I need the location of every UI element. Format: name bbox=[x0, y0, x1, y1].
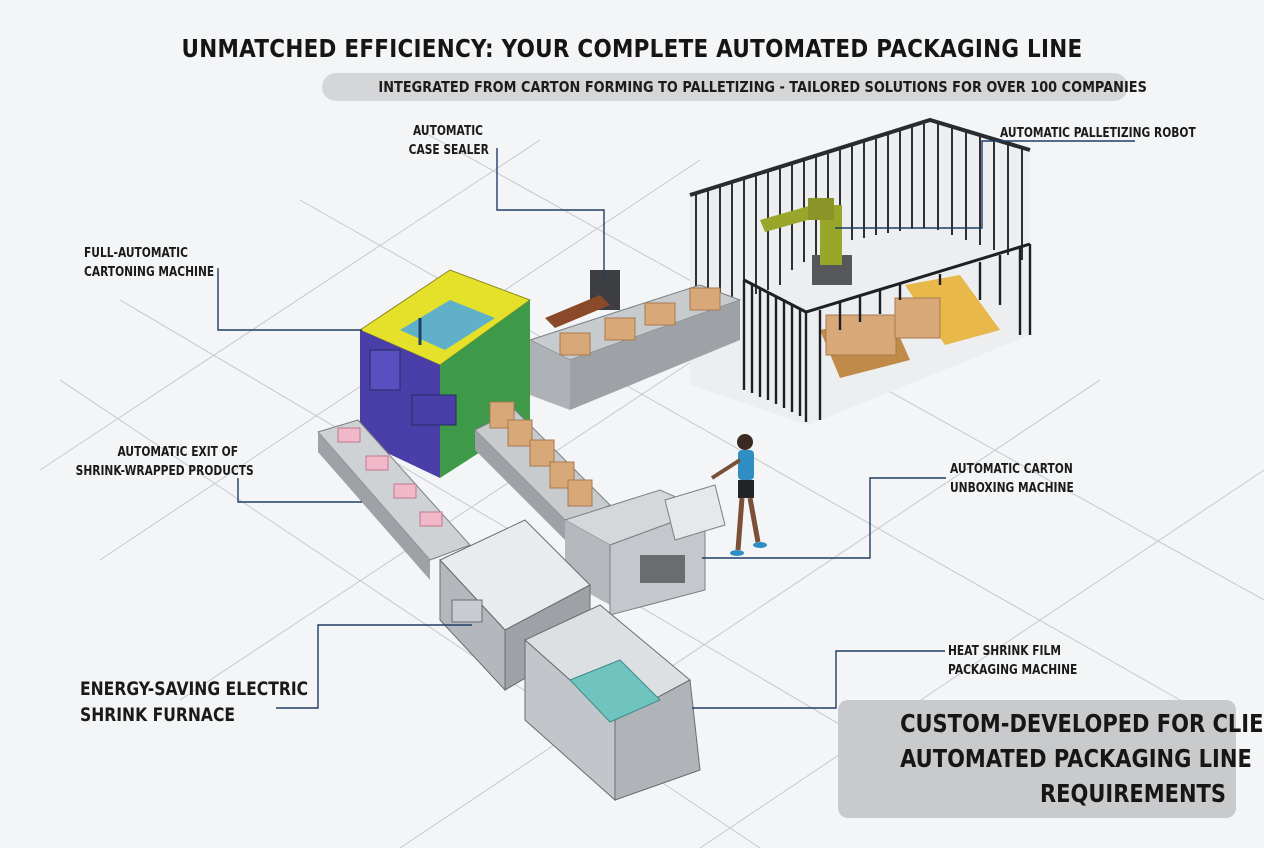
callout-text: CUSTOM-DEVELOPED FOR CLIENT'SAUTOMATED P… bbox=[900, 709, 1264, 808]
leader-unboxing bbox=[702, 477, 946, 559]
label-palletizing-robot: AUTOMATIC PALLETIZING ROBOT bbox=[1000, 126, 1196, 141]
carton-conveyor bbox=[474, 401, 611, 545]
leader-cartoning bbox=[217, 268, 362, 331]
subtitle-pill bbox=[322, 73, 1128, 101]
leader-heat-shrink bbox=[692, 650, 945, 709]
operator-person bbox=[710, 434, 767, 556]
leader-exit-shrink bbox=[237, 478, 362, 503]
leader-case-sealer bbox=[496, 148, 605, 282]
heat-shrink-packaging-machine bbox=[524, 604, 701, 802]
palletizing-cell bbox=[689, 117, 1032, 425]
back-fence bbox=[695, 122, 1023, 300]
palletizing-robot bbox=[760, 198, 852, 285]
callout-box bbox=[838, 700, 1236, 818]
leader-palletizing-robot bbox=[835, 140, 1135, 229]
page-subtitle: INTEGRATED FROM CARTON FORMING TO PALLET… bbox=[378, 78, 1147, 96]
leader-furnace bbox=[276, 624, 472, 709]
case-sealer-conveyor bbox=[528, 270, 742, 410]
page-title: UNMATCHED EFFICIENCY: YOUR COMPLETE AUTO… bbox=[181, 34, 1083, 63]
shrink-product-exit-conveyor bbox=[317, 419, 471, 580]
carton-unboxing-machine bbox=[563, 484, 726, 616]
leader-lines bbox=[217, 140, 1135, 709]
front-fence bbox=[742, 244, 1032, 422]
